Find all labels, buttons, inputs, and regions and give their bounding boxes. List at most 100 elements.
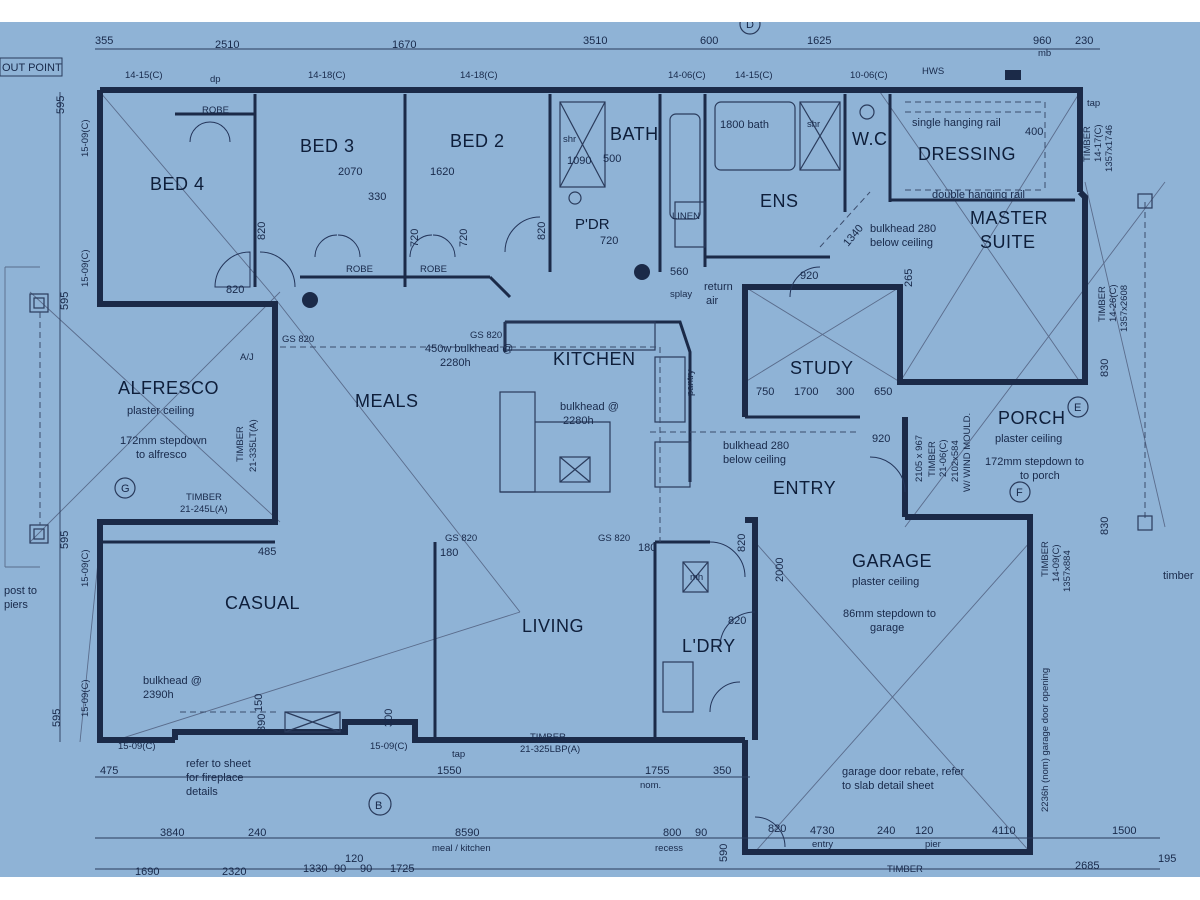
- porch-ceiling: plaster ceiling: [995, 433, 1062, 445]
- label-entry: ENTRY: [773, 478, 836, 498]
- garage-step1: 86mm stepdown to: [843, 608, 936, 620]
- bottom-dimensions-row2: 1690 2320 1330 90 120 90 1725 590 2685 1…: [135, 844, 1176, 877]
- dim-830: 830: [1099, 517, 1111, 535]
- timber-garage-1: TIMBER: [1040, 541, 1051, 577]
- dim-750: 750: [756, 386, 774, 398]
- dim-820: 820: [728, 615, 746, 627]
- nom-label: nom.: [640, 780, 661, 791]
- dim-1550: 1550: [437, 765, 461, 777]
- gs820-c: GS 820: [445, 533, 477, 544]
- room-labels: BED 4 BED 3 BED 2 BATH ENS W.C DRESSING …: [118, 105, 1065, 656]
- dim-485: 485: [258, 546, 276, 558]
- plan-notes: OUT POINT plaster ceiling 172mm stepdown…: [0, 22, 1194, 875]
- dim-180: 180: [638, 542, 656, 554]
- bulkhead-kitchen-2: 2280h: [563, 415, 594, 427]
- timber-right: timber: [1163, 570, 1194, 582]
- bulkhead-meals-2: 2280h: [440, 357, 471, 369]
- dim-400: 400: [1025, 126, 1043, 138]
- dim-top: 600: [700, 35, 718, 47]
- dim-820: 820: [736, 534, 748, 552]
- dim-bottom2: 195: [1158, 853, 1176, 865]
- top-dimensions: 355 2510 1670 3510 600 1625 960 230: [95, 35, 1093, 51]
- alfresco-step2: to alfresco: [136, 449, 187, 461]
- label-linen: LINEN: [672, 211, 700, 222]
- garage-door-opening: 2236h (nom) garage door opening: [1040, 668, 1051, 812]
- label-dressing: DRESSING: [918, 144, 1016, 164]
- grid-f: F: [1016, 487, 1023, 499]
- bulkhead-casual-1: bulkhead @: [143, 675, 202, 687]
- gs820-b: GS 820: [470, 330, 502, 341]
- porch-step1: 172mm stepdown to: [985, 456, 1084, 468]
- bulkhead-lines: [180, 101, 1046, 713]
- entry-door-4: 2102x584: [950, 440, 961, 482]
- timber-porch-3: 1357x2608: [1119, 285, 1130, 332]
- dim-1755: 1755: [645, 765, 669, 777]
- dim-bottom2: 2320: [222, 866, 246, 877]
- dim-bottom2: 90: [334, 863, 346, 875]
- garage-ceiling: plaster ceiling: [852, 576, 919, 588]
- grid-markers: [114, 22, 1089, 816]
- dim-top: 2510: [215, 39, 239, 51]
- dim-475: 475: [100, 765, 118, 777]
- bulkhead-ens-2: below ceiling: [870, 237, 933, 249]
- dim-180: 180: [440, 547, 458, 559]
- dim-650: 650: [874, 386, 892, 398]
- window-code: 14-15(C): [735, 70, 773, 81]
- floor-plan-drawing: BED 4 BED 3 BED 2 BATH ENS W.C DRESSING …: [0, 22, 1194, 877]
- dim-bottom1: 90: [695, 827, 707, 839]
- alfresco-ceiling: plaster ceiling: [127, 405, 194, 417]
- dim-top: 355: [95, 35, 113, 47]
- dp-label: dp: [210, 74, 221, 85]
- dim-top: 1625: [807, 35, 831, 47]
- label-master: MASTER: [970, 208, 1048, 228]
- meal-kitchen-label: meal / kitchen: [432, 843, 491, 854]
- dim-bottom1: 8590: [455, 827, 479, 839]
- entry-door-3: 21-06(C): [938, 440, 949, 478]
- hws-label: HWS: [922, 66, 944, 77]
- timber-bottom: TIMBER: [887, 864, 923, 875]
- window-code: 15-09(C): [118, 741, 156, 752]
- window-code: 14-15(C): [125, 70, 163, 81]
- dimension-lines: [59, 48, 1160, 870]
- label-pantry: pantry: [685, 369, 696, 396]
- tap-label-2: tap: [452, 749, 465, 760]
- dim-330: 330: [368, 191, 386, 203]
- kitchen-fittings: [499, 321, 691, 493]
- dim-830: 830: [1099, 359, 1111, 377]
- label-ens: ENS: [760, 191, 799, 211]
- dim-bottom2: 2685: [1075, 860, 1099, 872]
- dim-150: 150: [253, 694, 265, 712]
- dim-820: 820: [226, 284, 244, 296]
- dim-820: 820: [256, 222, 268, 240]
- dim-bottom2: 1690: [135, 866, 159, 877]
- dim-bottom2: 1330: [303, 863, 327, 875]
- label-kitchen: KITCHEN: [553, 349, 636, 369]
- grid-b: B: [375, 800, 382, 812]
- dim-265: 265: [903, 269, 915, 287]
- label-ldry: L'DRY: [682, 636, 736, 656]
- label-robe-bed4: ROBE: [202, 105, 229, 116]
- label-bath: BATH: [610, 124, 659, 144]
- dim-bottom1: 240: [248, 827, 266, 839]
- bulkhead-entry-1: bulkhead 280: [723, 440, 789, 452]
- dim-top: 1670: [392, 39, 416, 51]
- dim-390: 390: [256, 714, 268, 732]
- splay-label: splay: [670, 289, 692, 300]
- window-code: 14-18(C): [460, 70, 498, 81]
- label-robe-bed2: ROBE: [420, 264, 447, 275]
- bottom-dimensions-row1: 3840 240 8590 800 90 4730 240 120 4110 1…: [160, 825, 1136, 839]
- window-code: 15-09(C): [80, 250, 91, 288]
- misc-dimensions: 595 595 595 595 475 1550 1755 350 2070 1…: [51, 96, 1111, 835]
- structural-markers: [29, 70, 1153, 544]
- alfresco-step1: 172mm stepdown: [120, 435, 207, 447]
- window-codes: 14-15(C) 14-18(C) 14-18(C) 14-06(C) 14-1…: [80, 70, 888, 752]
- timber-master-3: 1357x1746: [1104, 125, 1115, 172]
- dim-bottom1: 800: [663, 827, 681, 839]
- grid-g: G: [121, 483, 130, 495]
- dim-820: 820: [536, 222, 548, 240]
- label-study: STUDY: [790, 358, 854, 378]
- grid-d: D: [746, 22, 754, 31]
- dim-bottom1: 1500: [1112, 825, 1136, 837]
- bulkhead-kitchen-1: bulkhead @: [560, 401, 619, 413]
- grid-e: E: [1074, 402, 1081, 414]
